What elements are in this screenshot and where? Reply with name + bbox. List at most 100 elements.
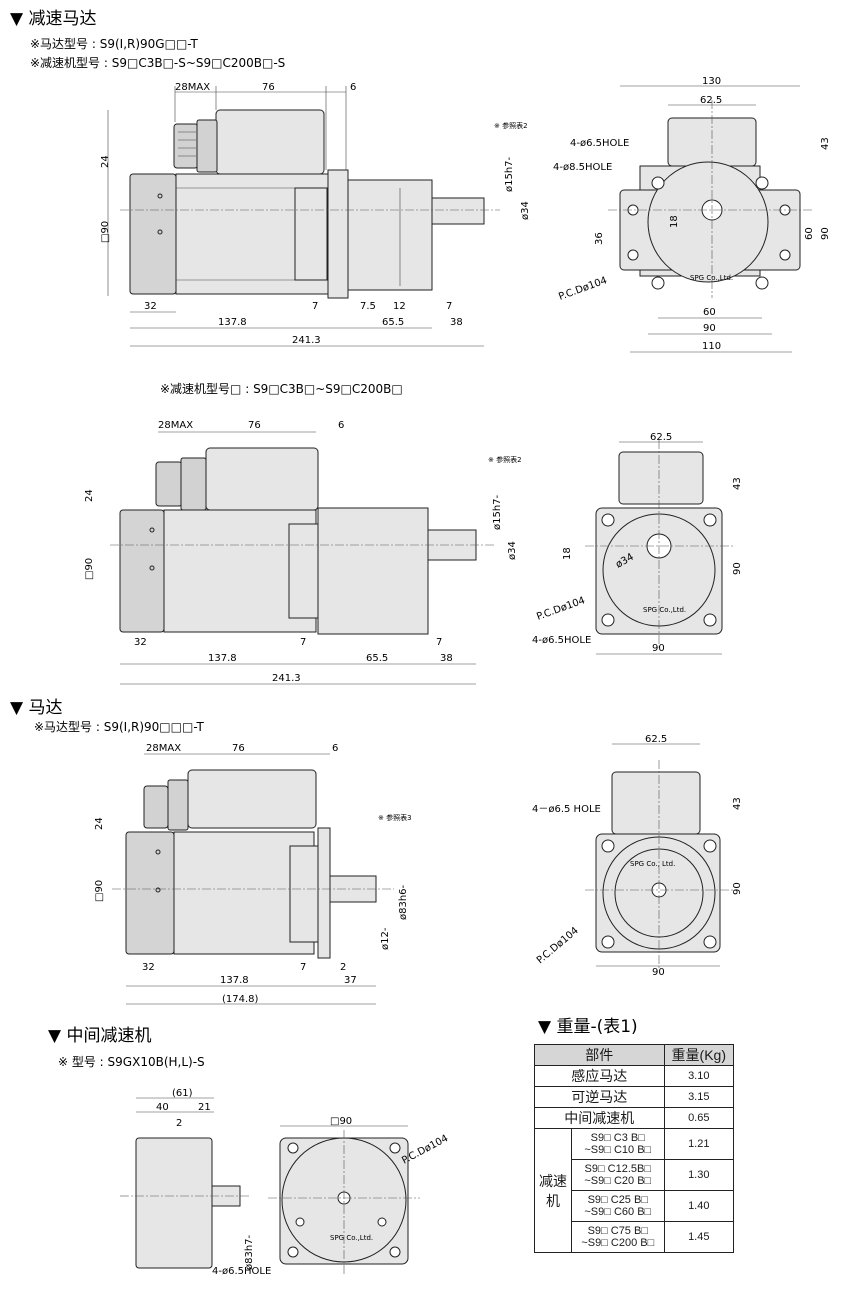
dim-pilot83b: ø83h7- xyxy=(244,1234,255,1270)
dim-38-2: 38 xyxy=(440,653,453,664)
dim-2-b: 2 xyxy=(176,1118,182,1129)
cable-gland xyxy=(173,123,199,169)
part-name: 可逆马达 xyxy=(534,1086,665,1108)
dim-38: 38 xyxy=(450,317,463,328)
dim-60-v: 60 xyxy=(804,227,815,240)
pcd-104: P.C.Dø104 xyxy=(557,275,608,303)
dim-24: 24 xyxy=(100,155,111,168)
dim-32: 32 xyxy=(144,301,157,312)
dim-60-h: 60 xyxy=(703,307,716,318)
dim-62-5-3: 62.5 xyxy=(645,734,667,745)
dim-12: 12 xyxy=(393,301,406,312)
dim-65-5-2: 65.5 xyxy=(366,653,388,664)
weight-heading: ▼ 重量-(表1) xyxy=(538,1017,638,1037)
dim-sq90-4: □90 xyxy=(330,1116,352,1127)
motor-fan-cover xyxy=(129,173,177,295)
gear-weight: 1.40 xyxy=(663,1190,735,1222)
spg-mark-2: SPG Co.,Ltd. xyxy=(643,606,686,614)
dim-90-h3: 90 xyxy=(652,967,665,978)
holes-8-5: 4-ø8.5HOLE xyxy=(553,162,612,173)
table-row: 减速机 S9□ C3 B□~S9□ C10 B□ 1.21 xyxy=(534,1128,735,1253)
motor-side-view: 28MAX 76 6 24 □90 32 7 2 137.8 37 (174.8… xyxy=(94,743,412,1005)
dim-d34-2: ø34 xyxy=(507,541,518,560)
dim-90-v3: 90 xyxy=(732,882,743,895)
pcd-104-2: P.C.Dø104 xyxy=(535,595,586,623)
dim-shaft15: ø15h7- xyxy=(504,156,515,192)
gear-model: S9□ C3 B□~S9□ C10 B□ xyxy=(571,1128,665,1160)
gear-model: S9□ C75 B□~S9□ C200 B□ xyxy=(571,1221,665,1253)
header-weight: 重量(Kg) xyxy=(663,1044,735,1066)
dim-90-h2: 90 xyxy=(652,643,665,654)
dim-7a: 7 xyxy=(312,301,318,312)
dim-40: 40 xyxy=(156,1102,169,1113)
gear-motor-model: ※马达型号 : S9(I,R)90G□□-T xyxy=(30,37,199,51)
dim-sq90-2: □90 xyxy=(84,558,95,580)
dim-174-8: (174.8) xyxy=(222,994,259,1005)
output-shaft xyxy=(431,197,485,225)
gear-weight: 1.21 xyxy=(663,1128,735,1160)
table-row: S9□ C12.5B□~S9□ C20 B□ 1.30 xyxy=(535,1159,735,1191)
motor-model: ※马达型号 : S9(I,R)90□□□-T xyxy=(34,720,205,734)
dim-sq90: □90 xyxy=(100,221,111,243)
dim-110: 110 xyxy=(702,341,721,352)
dim-43-2: 43 xyxy=(732,477,743,490)
gearhead-body xyxy=(347,179,433,291)
gear-weight: 1.30 xyxy=(663,1159,735,1191)
motor-flange xyxy=(327,169,349,299)
dim-shaft12: ø12- xyxy=(380,927,391,950)
holes-6-5-4: 4-ø6.5HOLE xyxy=(212,1266,271,1277)
dim-43: 43 xyxy=(820,137,831,150)
dim-76-2: 76 xyxy=(248,420,261,431)
dim-6-3: 6 xyxy=(332,743,338,754)
header-part: 部件 xyxy=(534,1044,665,1066)
weight-table-header: 部件 重量(Kg) xyxy=(534,1044,735,1066)
weight-table: 部件 重量(Kg) 感应马达 3.10 可逆马达 3.15 中间减速机 0.65… xyxy=(534,1044,735,1253)
shaft-note: ※ 参照表2 xyxy=(494,121,528,130)
part-weight: 3.10 xyxy=(663,1065,735,1087)
dim-28max-3: 28MAX xyxy=(146,743,181,754)
dim-shaft15-2: ø15h7- xyxy=(492,494,503,530)
dim-28max: 28MAX xyxy=(175,82,210,93)
gearhead-model: ※减速机型号 : S9□C3B□-S~S9□C200B□-S xyxy=(30,56,285,70)
dim-65-5: 65.5 xyxy=(382,317,404,328)
gear-model: S9□ C12.5B□~S9□ C20 B□ xyxy=(571,1159,665,1191)
gear-motor-front-view: 130 62.5 43 60 90 4-ø6.5HOLE 4-ø8.5HOLE … xyxy=(553,76,831,353)
spg-mark: SPG Co.,Ltd. xyxy=(690,274,733,282)
spg-mark-4: SPG Co.,Ltd. xyxy=(330,1234,373,1242)
dim-18: 18 xyxy=(669,215,680,228)
dim-62-5-2: 62.5 xyxy=(650,432,672,443)
table-row: S9□ C75 B□~S9□ C200 B□ 1.45 xyxy=(535,1221,735,1253)
dim-137-8-2: 137.8 xyxy=(208,653,237,664)
dim-62-5: 62.5 xyxy=(700,95,722,106)
dim-32-3: 32 xyxy=(142,962,155,973)
dim-18-2: 18 xyxy=(562,547,573,560)
gear-motor-side-view-2: 28MAX 76 6 24 □90 32 7 7 137.8 65.5 38 2… xyxy=(84,420,522,685)
dim-7b: 7 xyxy=(446,301,452,312)
dim-24-3: 24 xyxy=(94,817,105,830)
table-row: 感应马达 3.10 xyxy=(534,1065,735,1087)
gear-weight: 1.45 xyxy=(663,1221,735,1253)
gearhead-group-label: 减速机 xyxy=(534,1128,572,1253)
dim-d34: ø34 xyxy=(520,201,531,220)
dim-sq90-3: □90 xyxy=(94,880,105,902)
dim-7-3: 7 xyxy=(300,962,306,973)
dim-76-3: 76 xyxy=(232,743,245,754)
dim-24-2: 24 xyxy=(84,489,95,502)
holes-6-5-2: 4-ø6.5HOLE xyxy=(532,635,591,646)
dim-241-3: 241.3 xyxy=(292,335,321,346)
dim-32-2: 32 xyxy=(134,637,147,648)
part-name: 感应马达 xyxy=(534,1065,665,1087)
part-weight: 3.15 xyxy=(663,1086,735,1108)
gear-model: S9□ C25 B□~S9□ C60 B□ xyxy=(571,1190,665,1222)
dim-21: 21 xyxy=(198,1102,211,1113)
dim-2: 2 xyxy=(340,962,346,973)
dim-137-8-3: 137.8 xyxy=(220,975,249,986)
pilot-circle xyxy=(647,161,769,283)
shaft-note-2: ※ 参照表2 xyxy=(488,455,522,464)
motor-front-view: SPG Co., Ltd. 62.5 43 90 4－ø6.5 HOLE P.C… xyxy=(532,734,743,978)
table-row: 中间减速机 0.65 xyxy=(534,1107,735,1129)
dim-90-v: 90 xyxy=(820,227,831,240)
dim-43-3: 43 xyxy=(732,797,743,810)
intermediate-front-view: □90 P.C.Dø104 SPG Co.,Ltd. 4-ø6.5HOLE xyxy=(212,1116,450,1277)
